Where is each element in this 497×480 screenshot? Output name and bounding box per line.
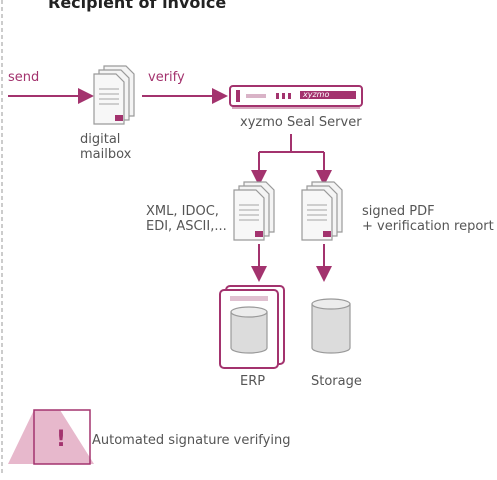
mailbox-label-line1: digital [80,132,121,147]
storage-database-icon [311,298,351,354]
mailbox-label-line2: mailbox [80,147,132,162]
mailbox-document-stack-icon [93,65,135,125]
send-label: send [8,70,40,85]
server-connector [251,134,332,186]
erp-label: ERP [240,374,266,389]
warning-glyph: ! [56,427,67,452]
signed-pdf-label-line1: signed PDF [362,204,435,219]
legend-text: Automated signature verifying [92,433,291,448]
verify-label: verify [148,70,185,85]
signed-pdf-document-stack-icon [301,181,343,241]
warning-icon [8,409,94,465]
formats-document-stack-icon [233,181,275,241]
storage-label: Storage [311,374,362,389]
server-label: xyzmo Seal Server [240,115,362,130]
diagram-title: Recipient of invoice [48,0,227,12]
formats-label-line2: EDI, ASCII,... [146,219,227,234]
formats-label-line1: XML, IDOC, [146,204,219,219]
erp-database-icon [219,285,285,369]
signed-pdf-label-line2: + verification report [362,219,494,234]
seal-server-icon [229,85,363,109]
server-brand-label: xyzmo [303,90,330,99]
